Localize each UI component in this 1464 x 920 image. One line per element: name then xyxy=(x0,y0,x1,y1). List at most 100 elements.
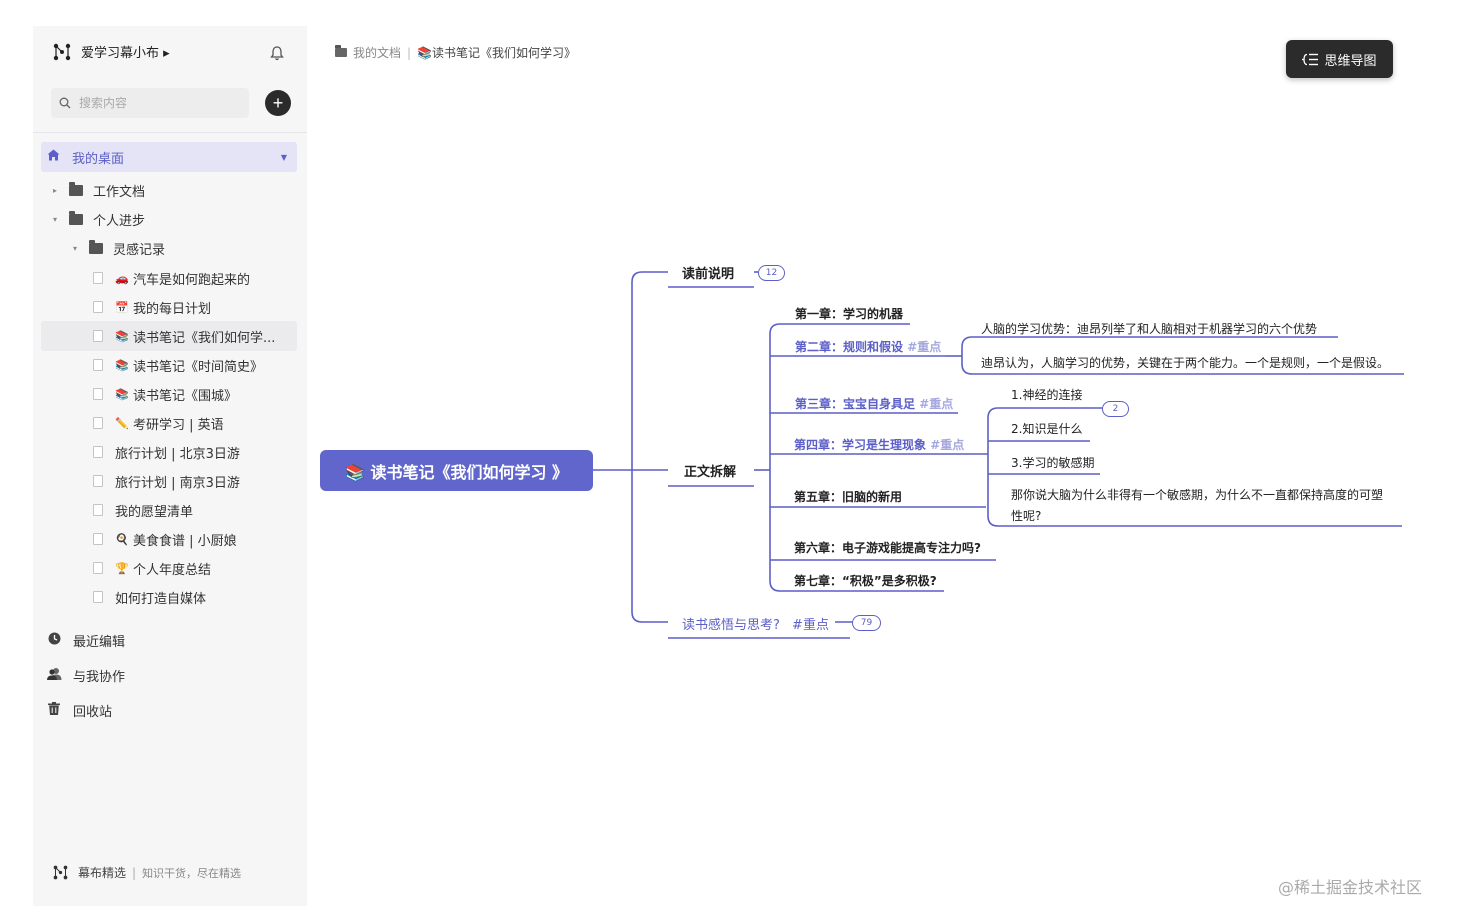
footer-brand: 幕布精选 xyxy=(78,866,127,880)
tree-item-label: 工作文档 xyxy=(93,184,146,200)
emoji-icon: ✏️ xyxy=(115,416,129,430)
search-input[interactable] xyxy=(77,95,241,111)
reflection-tag[interactable]: #重点 xyxy=(792,618,829,633)
nav-collab[interactable]: 与我协作 xyxy=(41,660,297,690)
node-ch2-note1[interactable]: 人脑的学习优势：迪昂列举了和人脑相对于机器学习的六个优势 xyxy=(981,322,1318,336)
node-ch4-sub3[interactable]: 3.学习的敏感期 xyxy=(1011,456,1095,470)
footer-slogan: 知识干货，尽在精选 xyxy=(142,866,242,880)
ch3-tag[interactable]: #重点 xyxy=(919,397,954,411)
caret-down-icon[interactable]: ▾ xyxy=(72,243,77,253)
tree-doc[interactable]: 旅行计划 | 北京3日游 xyxy=(41,437,297,467)
node-ch4-sub1[interactable]: 1.神经的连接 xyxy=(1011,388,1083,402)
node-ch5[interactable]: 第五章：旧脑的新用 xyxy=(794,490,903,504)
sidebar: 爱学习幕小布 ▸ + 我的桌面 ▼ 最近编辑 与我协作 回收站 xyxy=(33,26,307,906)
ch4-sub1-count-badge[interactable]: 2 xyxy=(1102,401,1129,417)
node-ch3[interactable]: 第三章：宝宝自身具足 #重点 xyxy=(795,395,953,412)
tree-doc[interactable]: 📚读书笔记《我们如何学... xyxy=(41,321,297,351)
search-icon xyxy=(59,97,71,109)
mindmap-button[interactable]: 思维导图 xyxy=(1286,40,1393,78)
clock-icon xyxy=(47,632,61,649)
preface-count-badge[interactable]: 12 xyxy=(758,265,785,281)
nav-recent-label: 最近编辑 xyxy=(73,634,126,650)
folder-icon xyxy=(69,181,83,196)
ch2-tag[interactable]: #重点 xyxy=(907,340,942,354)
tree-item-label: 个人进步 xyxy=(93,213,146,229)
document-icon xyxy=(93,388,103,400)
tree-doc[interactable]: 📚读书笔记《围城》 xyxy=(41,379,297,409)
tree-item-label: 灵感记录 xyxy=(113,242,166,258)
people-icon xyxy=(47,667,62,684)
tree-item-label: 汽车是如何跑起来的 xyxy=(133,272,251,288)
search-box[interactable] xyxy=(51,88,249,118)
caret-right-icon[interactable]: ▸ xyxy=(52,185,57,195)
node-ch4-sub2[interactable]: 2.知识是什么 xyxy=(1011,422,1083,436)
tree-item-label: 个人年度总结 xyxy=(133,562,212,578)
nav-collab-label: 与我协作 xyxy=(73,669,126,685)
chevron-down-icon[interactable]: ▼ xyxy=(280,152,287,162)
bell-icon[interactable] xyxy=(270,46,284,65)
tree-item-label: 读书笔记《时间简史》 xyxy=(133,359,264,375)
node-ch7[interactable]: 第七章：“积极”是多积极? xyxy=(794,574,937,588)
tree-doc[interactable]: 📅我的每日计划 xyxy=(41,292,297,322)
node-ch1[interactable]: 第一章：学习的机器 xyxy=(795,307,904,321)
tree-item-label: 旅行计划 | 南京3日游 xyxy=(115,475,240,491)
tree-item-label: 我的每日计划 xyxy=(133,301,212,317)
tree-doc[interactable]: 我的愿望清单 xyxy=(41,495,297,525)
tree-folder[interactable]: ▸ 工作文档 xyxy=(41,175,297,205)
tree-item-label: 考研学习 | 英语 xyxy=(133,417,224,433)
nav-trash[interactable]: 回收站 xyxy=(41,695,297,725)
tree-doc[interactable]: 🍳美食食谱 | 小厨娘 xyxy=(41,524,297,554)
folder-icon xyxy=(89,239,103,254)
node-ch2[interactable]: 第二章：规则和假设 #重点 xyxy=(795,338,941,355)
node-reflection-label: 读书感悟与思考? xyxy=(682,618,780,633)
document-icon xyxy=(93,591,103,603)
document-icon xyxy=(93,417,103,429)
tree-doc[interactable]: 🚗汽车是如何跑起来的 xyxy=(41,263,297,293)
tree-item-label: 我的愿望清单 xyxy=(115,504,194,520)
tree-doc[interactable]: 🏆 个人年度总结 xyxy=(41,553,297,583)
tree-folder[interactable]: ▾ 个人进步 xyxy=(41,204,297,234)
mindmap-button-label: 思维导图 xyxy=(1324,53,1377,69)
node-ch4[interactable]: 第四章：学习是生理现象 #重点 xyxy=(794,436,964,453)
mindmap-root-node[interactable]: 📚 读书笔记《我们如何学习 》 xyxy=(320,450,593,491)
document-icon xyxy=(93,359,103,371)
tree-doc[interactable]: 如何打造自媒体 xyxy=(41,582,297,612)
node-ch4-sub4-line1: 那你说大脑为什么非得有一个敏感期，为什么不一直都保持高度的可塑 xyxy=(1011,488,1384,502)
node-body[interactable]: 正文拆解 xyxy=(684,465,737,480)
user-menu[interactable]: 爱学习幕小布 ▸ xyxy=(53,42,170,61)
tree-doc[interactable]: ✏️ 考研学习 | 英语 xyxy=(41,408,297,438)
emoji-icon: 🏆 xyxy=(115,561,129,575)
node-ch3-label: 第三章：宝宝自身具足 xyxy=(795,397,916,411)
watermark: @稀土掘金技术社区 xyxy=(1278,878,1423,897)
tree-folder[interactable]: ▾ 灵感记录 xyxy=(41,233,297,263)
document-icon xyxy=(93,301,103,313)
nav-recent[interactable]: 最近编辑 xyxy=(41,625,297,655)
reflection-count-badge[interactable]: 79 xyxy=(852,615,881,631)
tree-item-label: 旅行计划 | 北京3日游 xyxy=(115,446,240,462)
ch4-tag[interactable]: #重点 xyxy=(930,438,965,452)
home-icon xyxy=(47,149,60,165)
node-ch4-sub4[interactable]: 那你说大脑为什么非得有一个敏感期，为什么不一直都保持高度的可塑 性呢? xyxy=(1011,486,1383,529)
caret-down-icon[interactable]: ▾ xyxy=(52,214,57,224)
folder-icon xyxy=(69,210,83,225)
featured-footer[interactable]: 幕布精选 | 知识干货，尽在精选 xyxy=(53,864,241,881)
document-icon xyxy=(93,504,103,516)
mindmap-root-label: 📚 读书笔记《我们如何学习 》 xyxy=(344,462,569,482)
add-button[interactable]: + xyxy=(265,90,291,116)
nav-my-desktop[interactable]: 我的桌面 ▼ xyxy=(41,142,297,172)
node-ch6[interactable]: 第六章：电子游戏能提高专注力吗? xyxy=(794,541,981,555)
tree-doc[interactable]: 📚读书笔记《时间简史》 xyxy=(41,350,297,380)
breadcrumb-root[interactable]: 我的文档 xyxy=(353,46,402,60)
document-icon xyxy=(93,446,103,458)
footer-separator: | xyxy=(132,865,137,880)
node-preface[interactable]: 读前说明 xyxy=(682,267,735,282)
node-reflection[interactable]: 读书感悟与思考? #重点 xyxy=(682,614,829,633)
breadcrumb-separator: | xyxy=(407,45,412,60)
node-ch2-note2[interactable]: 迪昂认为，人脑学习的优势，关键在于两个能力。一个是规则，一个是假设。 xyxy=(981,356,1390,370)
nav-trash-label: 回收站 xyxy=(73,704,113,720)
node-ch2-label: 第二章：规则和假设 xyxy=(795,340,904,354)
node-ch4-sub4-line2: 性呢? xyxy=(1011,509,1042,523)
nav-my-desktop-label: 我的桌面 xyxy=(72,151,125,167)
tree-doc[interactable]: 旅行计划 | 南京3日游 xyxy=(41,466,297,496)
